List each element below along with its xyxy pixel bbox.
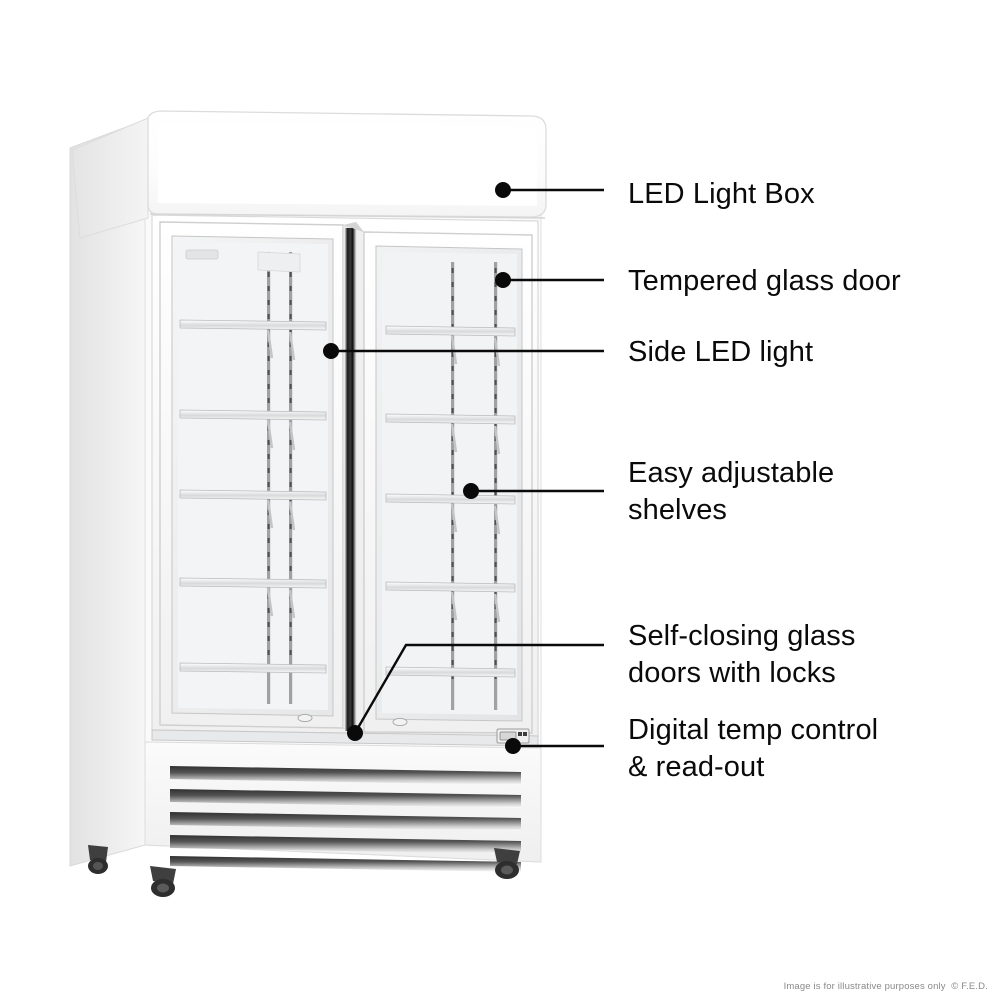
right-interior-back xyxy=(382,252,517,715)
caster xyxy=(150,866,176,897)
temp-button xyxy=(518,732,522,736)
left-interior-back xyxy=(178,242,328,710)
shelf xyxy=(179,662,327,674)
canopy-side xyxy=(71,117,149,239)
right-shelves xyxy=(385,325,516,678)
left-shelf-pilasters xyxy=(267,252,293,704)
door-mullion-side-led xyxy=(342,222,365,733)
mullion-right-face xyxy=(355,228,365,733)
callout-label-easy-adjustable-shelves: Easy adjustable shelves xyxy=(628,455,834,529)
leader-line-self-closing-glass-doors-with-locks xyxy=(353,643,604,734)
casters xyxy=(88,845,520,897)
callout-dots xyxy=(323,182,521,754)
vent-slat xyxy=(170,856,521,872)
shelf xyxy=(385,493,516,535)
callout-label-line: Digital temp control xyxy=(628,714,879,746)
vent-slat xyxy=(170,812,521,831)
vent-grille xyxy=(170,766,521,872)
glass-door-assembly xyxy=(151,214,539,747)
vent-slat xyxy=(170,835,521,854)
callout-label-tempered-glass-door: Tempered glass door xyxy=(628,263,901,300)
shelf xyxy=(179,319,327,361)
vent-slat xyxy=(170,789,521,808)
base-vent-section xyxy=(144,728,542,872)
callout-label-line: Tempered glass door xyxy=(628,265,901,297)
mullion-top-bevel xyxy=(343,222,364,232)
canopy-inner-glow xyxy=(158,122,537,206)
shelf xyxy=(179,577,327,619)
leader-dot-digital-temp-control-read-out xyxy=(505,738,521,754)
temp-button xyxy=(523,732,527,736)
digital-temp-control-panel xyxy=(496,728,530,744)
left-shelves xyxy=(179,319,327,674)
right-door-lock xyxy=(392,717,408,727)
shelf xyxy=(385,581,516,623)
caster xyxy=(88,845,108,874)
callout-label-side-led-light: Side LED light xyxy=(628,334,813,371)
left-rear-fan-cover xyxy=(257,251,301,273)
led-light-box-canopy xyxy=(71,110,547,239)
callout-label-line: shelves xyxy=(628,494,728,527)
caster xyxy=(494,848,520,879)
callout-label-line: Self-closing glass xyxy=(628,620,856,652)
left-glass-door xyxy=(159,221,344,729)
left-top-lamp xyxy=(185,249,219,260)
callout-label-line: Side LED light xyxy=(628,336,814,368)
shelf xyxy=(385,666,516,678)
callout-label-line: doors with locks xyxy=(628,657,836,690)
shelf xyxy=(179,489,327,531)
right-glass-door xyxy=(363,231,533,734)
shelf xyxy=(179,409,327,451)
leader-dot-side-led-light xyxy=(323,343,339,359)
shelf xyxy=(385,413,516,455)
canopy-bottom-edge xyxy=(149,213,546,219)
vent-slat xyxy=(170,766,521,785)
leader-dot-easy-adjustable-shelves xyxy=(463,483,479,499)
leader-dot-led-light-box xyxy=(495,182,511,198)
right-shelf-pilasters xyxy=(451,262,498,710)
footer-disclaimer: Image is for illustrative purposes only … xyxy=(783,981,988,992)
callout-leaders xyxy=(331,188,604,748)
callout-label-self-closing-glass-doors-with-locks: Self-closing glass doors with locks xyxy=(628,618,855,692)
leader-dot-self-closing-glass-doors-with-locks xyxy=(347,725,363,741)
mullion-led-strip xyxy=(345,228,356,731)
callout-label-line: Easy adjustable xyxy=(628,457,835,489)
callout-label-digital-temp-control-read-out: Digital temp control & read-out xyxy=(628,712,878,786)
callout-label-line: LED Light Box xyxy=(628,178,815,210)
callout-label-led-light-box: LED Light Box xyxy=(628,176,815,213)
left-door-lock xyxy=(297,713,313,723)
leader-dot-tempered-glass-door xyxy=(495,272,511,288)
callout-label-line: & read-out xyxy=(628,751,765,784)
